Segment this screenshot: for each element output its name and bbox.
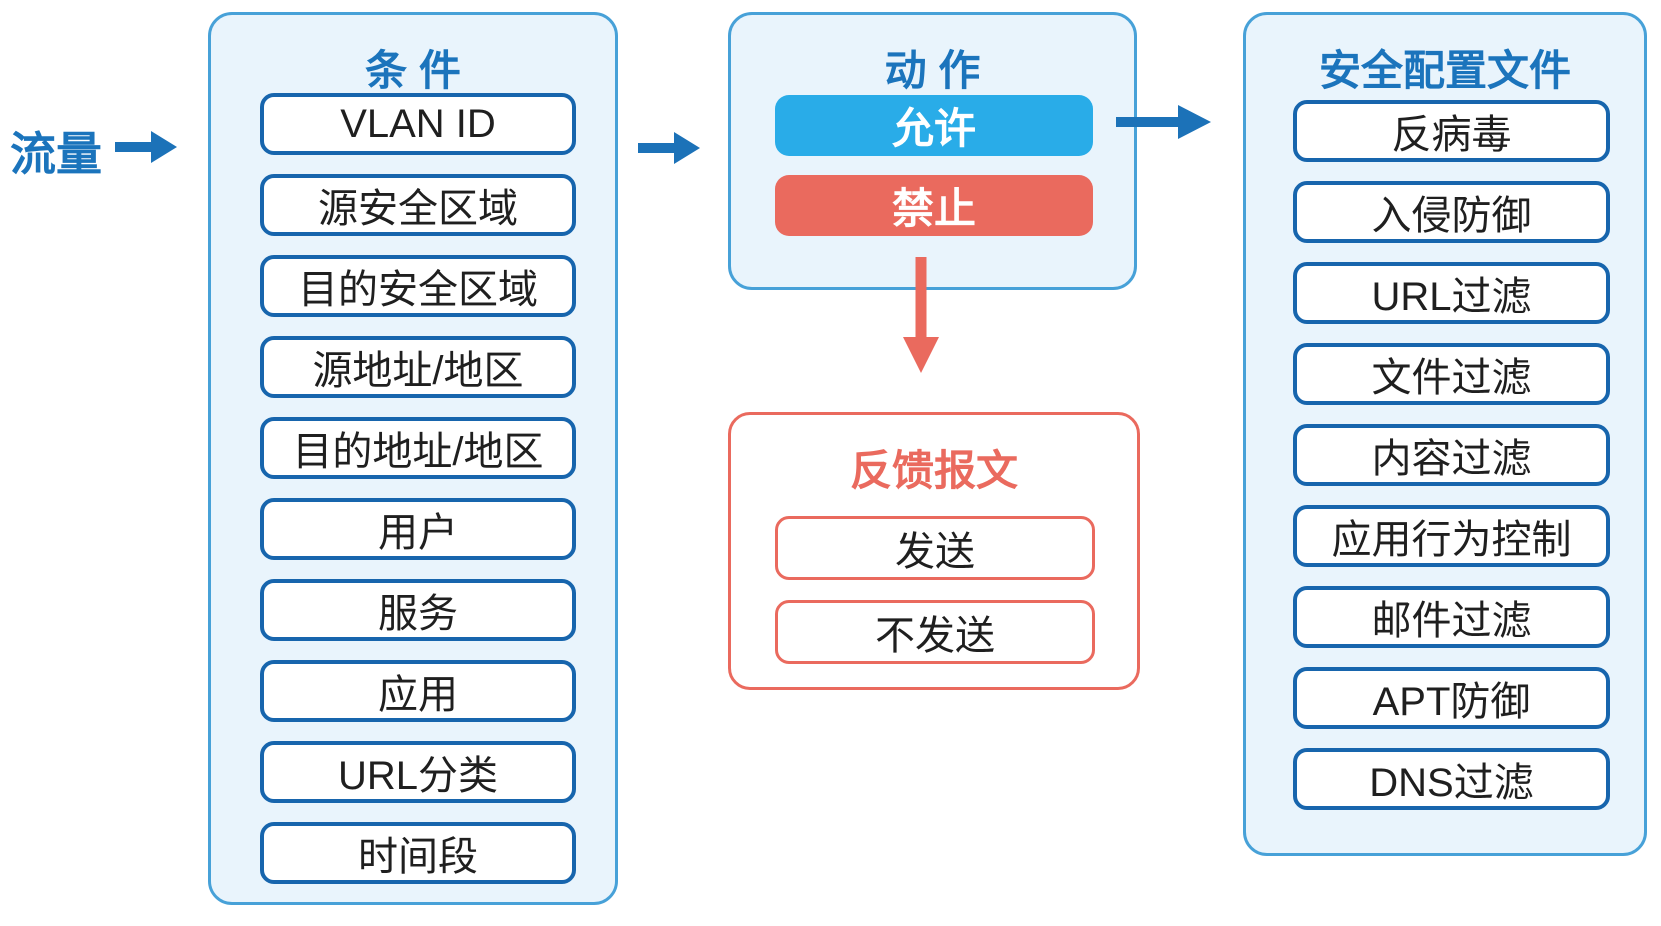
action-panel-title: 动 作: [884, 47, 981, 94]
condition-item-url-category: URL分类: [260, 741, 576, 803]
profile-item-apt-defense: APT防御: [1293, 667, 1610, 729]
profile-item-url-filtering: URL过滤: [1293, 262, 1610, 324]
conditions-to-action-arrow-icon: [638, 132, 700, 164]
deny-to-feedback-arrow-icon: [903, 257, 939, 373]
profile-item-dns-filtering: DNS过滤: [1293, 748, 1610, 810]
conditions-panel: 条 件 VLAN ID 源安全区域 目的安全区域 源地址/地区 目的地址/地区 …: [208, 12, 618, 905]
condition-item-time-range: 时间段: [260, 822, 576, 884]
condition-item-user: 用户: [260, 498, 576, 560]
condition-item-vlan-id: VLAN ID: [260, 93, 576, 155]
condition-item-destination-zone: 目的安全区域: [260, 255, 576, 317]
allow-button: 允许: [775, 95, 1093, 156]
action-to-profile-arrow-icon: [1116, 105, 1211, 139]
security-profile-panel: 安全配置文件 反病毒 入侵防御 URL过滤 文件过滤 内容过滤 应用行为控制 邮…: [1243, 12, 1647, 856]
profile-item-mail-filtering: 邮件过滤: [1293, 586, 1610, 648]
traffic-right-arrow-icon: [115, 131, 177, 163]
profile-item-content-filtering: 内容过滤: [1293, 424, 1610, 486]
profile-item-antivirus: 反病毒: [1293, 100, 1610, 162]
deny-button: 禁止: [775, 175, 1093, 236]
condition-item-source-zone: 源安全区域: [260, 174, 576, 236]
feedback-item-do-not-send: 不发送: [775, 600, 1095, 664]
conditions-panel-title: 条 件: [365, 47, 461, 94]
feedback-panel-title: 反馈报文: [849, 447, 1018, 494]
profile-item-intrusion-prevention: 入侵防御: [1293, 181, 1610, 243]
condition-item-destination-address: 目的地址/地区: [260, 417, 576, 479]
profile-item-file-filtering: 文件过滤: [1293, 343, 1610, 405]
condition-item-source-address: 源地址/地区: [260, 336, 576, 398]
security-profile-panel-title: 安全配置文件: [1318, 47, 1571, 94]
traffic-label: 流量: [10, 128, 102, 180]
feedback-panel: 反馈报文 发送 不发送: [728, 412, 1140, 690]
action-panel: 动 作 允许 禁止: [728, 12, 1137, 290]
profile-item-app-behavior-control: 应用行为控制: [1293, 505, 1610, 567]
condition-item-service: 服务: [260, 579, 576, 641]
feedback-item-send: 发送: [775, 516, 1095, 580]
condition-item-application: 应用: [260, 660, 576, 722]
